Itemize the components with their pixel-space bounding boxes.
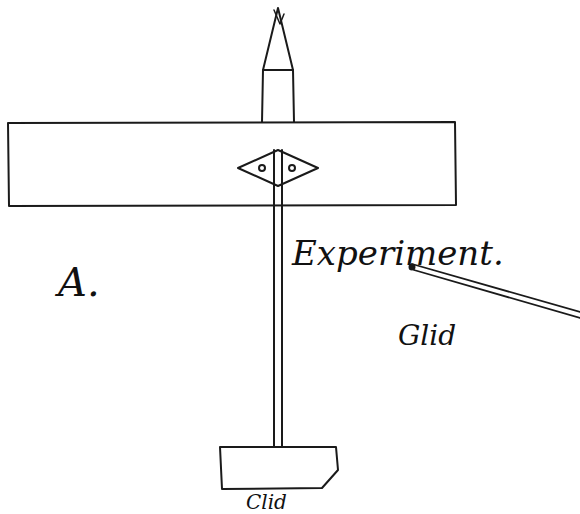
test-stick	[412, 264, 580, 318]
wing-mount	[238, 150, 318, 186]
sketch-label: Experiment.	[292, 236, 504, 270]
pin	[259, 165, 265, 171]
tail	[220, 447, 338, 489]
sketch-label: A.	[58, 262, 100, 302]
nose-tip	[274, 10, 284, 24]
wing	[8, 122, 456, 206]
nose-cone	[263, 8, 293, 70]
sketch-label: Glid	[398, 322, 456, 350]
fuselage-stick	[274, 150, 282, 447]
sketch-label: Clid	[246, 492, 287, 512]
pencil-body	[262, 70, 294, 122]
pin	[289, 165, 295, 171]
